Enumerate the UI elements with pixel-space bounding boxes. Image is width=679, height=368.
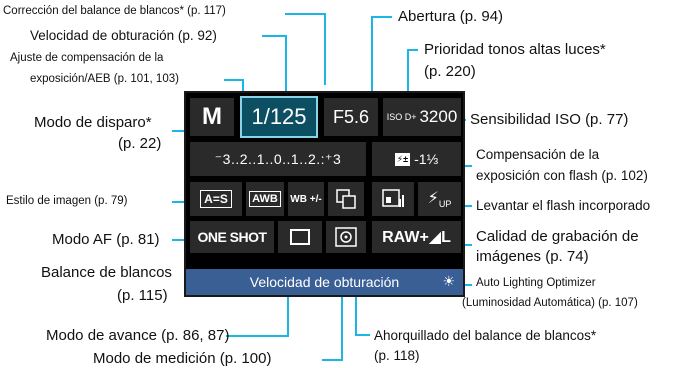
label-wb-bracketing-2: (p. 118) <box>374 348 420 363</box>
shooting-mode-value[interactable]: M <box>190 98 234 136</box>
picture-style-value[interactable]: A=S <box>190 182 242 216</box>
label-shooting-mode-2: (p. 22) <box>118 135 162 152</box>
status-text: Velocidad de obturación <box>249 274 400 290</box>
aperture-value[interactable]: F5.6 <box>324 98 378 136</box>
wb-shift-value[interactable]: WB +/- <box>288 182 324 216</box>
flash-comp-value: -1⅓ <box>414 151 439 167</box>
iso-cell[interactable]: ISO D+ 3200 <box>383 98 461 136</box>
label-wb-bracketing-1: Ahorquillado del balance de blancos* <box>374 328 597 343</box>
label-af-mode: Modo AF (p. 81) <box>52 231 160 248</box>
wb-bracket-cell[interactable] <box>328 182 364 216</box>
label-iso: Sensibilidad ISO (p. 77) <box>470 111 629 128</box>
af-mode-value[interactable]: ONE SHOT <box>190 221 274 253</box>
label-alo-2: (Luminosidad Automática) (p. 107) <box>462 297 638 309</box>
label-exposure-comp-2: exposición/AEB (p. 101, 103) <box>30 73 179 85</box>
label-flash-comp-2: exposición con flash (p. 102) <box>476 168 648 183</box>
alo-cell[interactable] <box>372 182 414 216</box>
label-highlight-priority-2: (p. 220) <box>424 63 476 80</box>
sun-icon: ☀ <box>442 273 455 289</box>
label-alo-1: Auto Lighting Optimizer <box>476 277 596 289</box>
label-aperture: Abertura (p. 94) <box>398 8 504 25</box>
label-wb-correction: Corrección del balance de blancos* (p. 1… <box>3 5 226 17</box>
evaluative-metering-icon <box>335 227 357 247</box>
single-shot-icon <box>290 229 310 245</box>
label-shooting-mode-1: Modo de disparo* <box>34 114 152 131</box>
flash-comp-icon: ⚡± <box>394 152 411 166</box>
alo-icon <box>382 189 404 207</box>
iso-icon: ISO D+ <box>386 111 417 122</box>
shutter-speed-value[interactable]: 1/125 <box>240 96 318 138</box>
label-white-balance-1: Balance de blancos <box>41 264 172 281</box>
wb-bracket-icon <box>336 189 356 209</box>
picture-style-icon: A=S <box>200 190 232 208</box>
wb-value: AWB <box>249 191 281 207</box>
quick-control-screen: M 1/125 F5.6 ISO D+ 3200 ⁻3..2..1..0..1.… <box>184 91 465 297</box>
label-metering-mode: Modo de medición (p. 100) <box>93 350 272 367</box>
label-exposure-comp-1: Ajuste de compensación de la <box>10 52 164 64</box>
label-flash-comp-1: Compensación de la <box>476 147 600 162</box>
label-image-quality-1: Calidad de grabación de <box>476 228 639 245</box>
iso-value: 3200 <box>419 107 458 126</box>
label-flash-raise: Levantar el flash incorporado <box>476 198 651 213</box>
metering-cell[interactable] <box>326 221 366 253</box>
exposure-level-scale[interactable]: ⁻3..2..1..0..1..2.:⁺3 <box>190 142 366 176</box>
label-white-balance-2: (p. 115) <box>117 287 168 304</box>
label-picture-style: Estilo de imagen (p. 79) <box>6 195 128 207</box>
label-image-quality-2: imágenes (p. 74) <box>476 248 589 265</box>
flash-comp-cell[interactable]: ⚡± -1⅓ <box>372 142 461 176</box>
image-quality-value[interactable]: RAW+◢L <box>372 221 461 253</box>
flash-up-icon: ⚡UP <box>427 190 452 210</box>
drive-mode-cell[interactable] <box>278 221 322 253</box>
label-drive-mode: Modo de avance (p. 86, 87) <box>46 327 230 344</box>
label-highlight-priority-1: Prioridad tonos altas luces* <box>424 41 606 58</box>
flash-up-cell[interactable]: ⚡UP <box>418 182 461 216</box>
label-shutter-speed: Velocidad de obturación (p. 92) <box>30 28 217 43</box>
status-bar: Velocidad de obturación ☀ <box>186 269 463 295</box>
wb-cell[interactable]: AWB <box>246 182 284 216</box>
